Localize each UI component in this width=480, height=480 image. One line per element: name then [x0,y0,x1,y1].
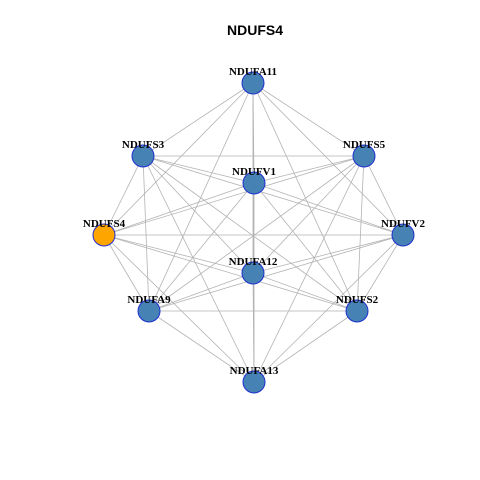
node-label-ndufa12: NDUFA12 [229,256,278,268]
edge-ndufs5-ndufa12 [252,155,365,274]
edge-ndufs5-ndufv2 [363,155,404,236]
node-circle-ndufa11 [241,71,265,95]
node-label-ndufa13: NDUFA13 [230,365,279,377]
node-label-ndufs5: NDUFS5 [343,139,386,151]
edge-ndufv2-ndufa13 [253,234,404,383]
node-circle-ndufv1 [242,171,266,195]
node-label-ndufs3: NDUFS3 [122,139,165,151]
node-circle-ndufs3 [131,144,155,168]
edge-ndufa11-ndufs2 [252,82,358,312]
edge-ndufa11-ndufs4 [103,82,254,236]
edge-ndufs3-ndufs4 [103,155,144,236]
edge-ndufs4-ndufa9 [103,234,150,312]
node-ndufv1: NDUFV1 [232,166,276,195]
edge-ndufa12-ndufa13 [252,272,255,383]
node-label-ndufa11: NDUFA11 [229,66,277,78]
node-ndufv2: NDUFV2 [381,218,425,247]
node-circle-ndufa9 [137,299,161,323]
edge-ndufv1-ndufs2 [253,182,358,312]
edge-ndufs3-ndufa9 [142,155,150,312]
edge-ndufv2-ndufa12 [252,234,404,274]
node-circle-ndufv2 [391,223,415,247]
edge-ndufs5-ndufs2 [356,155,365,312]
node-label-ndufs2: NDUFS2 [336,294,379,306]
node-circle-ndufa12 [241,261,265,285]
edge-ndufs3-ndufv2 [142,155,404,236]
edge-ndufs5-ndufa9 [148,155,365,312]
node-circle-ndufa13 [242,370,266,394]
node-circle-ndufs4 [92,223,116,247]
edge-layer [103,82,404,383]
edge-ndufa11-ndufa9 [148,82,254,312]
node-ndufs2: NDUFS2 [336,294,379,323]
edge-ndufs4-ndufs2 [103,234,358,312]
edge-ndufs5-ndufv1 [253,155,365,184]
node-label-ndufs4: NDUFS4 [83,218,126,230]
edge-ndufs4-ndufa13 [103,234,255,383]
node-ndufa9: NDUFA9 [127,294,171,323]
edge-ndufs3-ndufv1 [142,155,255,184]
edge-ndufa11-ndufs5 [252,82,365,157]
edge-ndufv1-ndufv2 [253,182,404,236]
edge-ndufs4-ndufa12 [103,234,254,274]
edge-ndufa12-ndufa9 [148,272,254,312]
edge-ndufv1-ndufa9 [148,182,255,312]
node-ndufs5: NDUFS5 [343,139,386,168]
diagram-title: NDUFS4 [227,22,283,38]
node-circle-ndufs2 [345,299,369,323]
edge-ndufa9-ndufa13 [148,310,255,383]
node-label-ndufv2: NDUFV2 [381,218,425,230]
edge-ndufa11-ndufv2 [252,82,404,236]
edge-ndufv2-ndufa9 [148,234,404,312]
node-ndufs4: NDUFS4 [83,218,126,247]
edge-ndufs3-ndufs2 [142,155,358,312]
edge-ndufv1-ndufs4 [103,182,255,236]
edge-ndufs2-ndufa13 [253,310,358,383]
edge-ndufs5-ndufs4 [103,155,365,236]
node-ndufa12: NDUFA12 [229,256,278,285]
node-label-ndufv1: NDUFV1 [232,166,276,178]
node-ndufa11: NDUFA11 [229,66,277,95]
edge-ndufs3-ndufa13 [142,155,255,383]
node-ndufa13: NDUFA13 [230,365,279,394]
edge-ndufa12-ndufs2 [252,272,358,312]
node-circle-ndufs5 [352,144,376,168]
edge-ndufv2-ndufs2 [356,234,404,312]
node-label-ndufa9: NDUFA9 [127,294,171,306]
edge-ndufs3-ndufa12 [142,155,254,274]
node-ndufs3: NDUFS3 [122,139,165,168]
edge-ndufa11-ndufs3 [142,82,254,157]
edge-ndufs5-ndufa13 [253,155,365,383]
